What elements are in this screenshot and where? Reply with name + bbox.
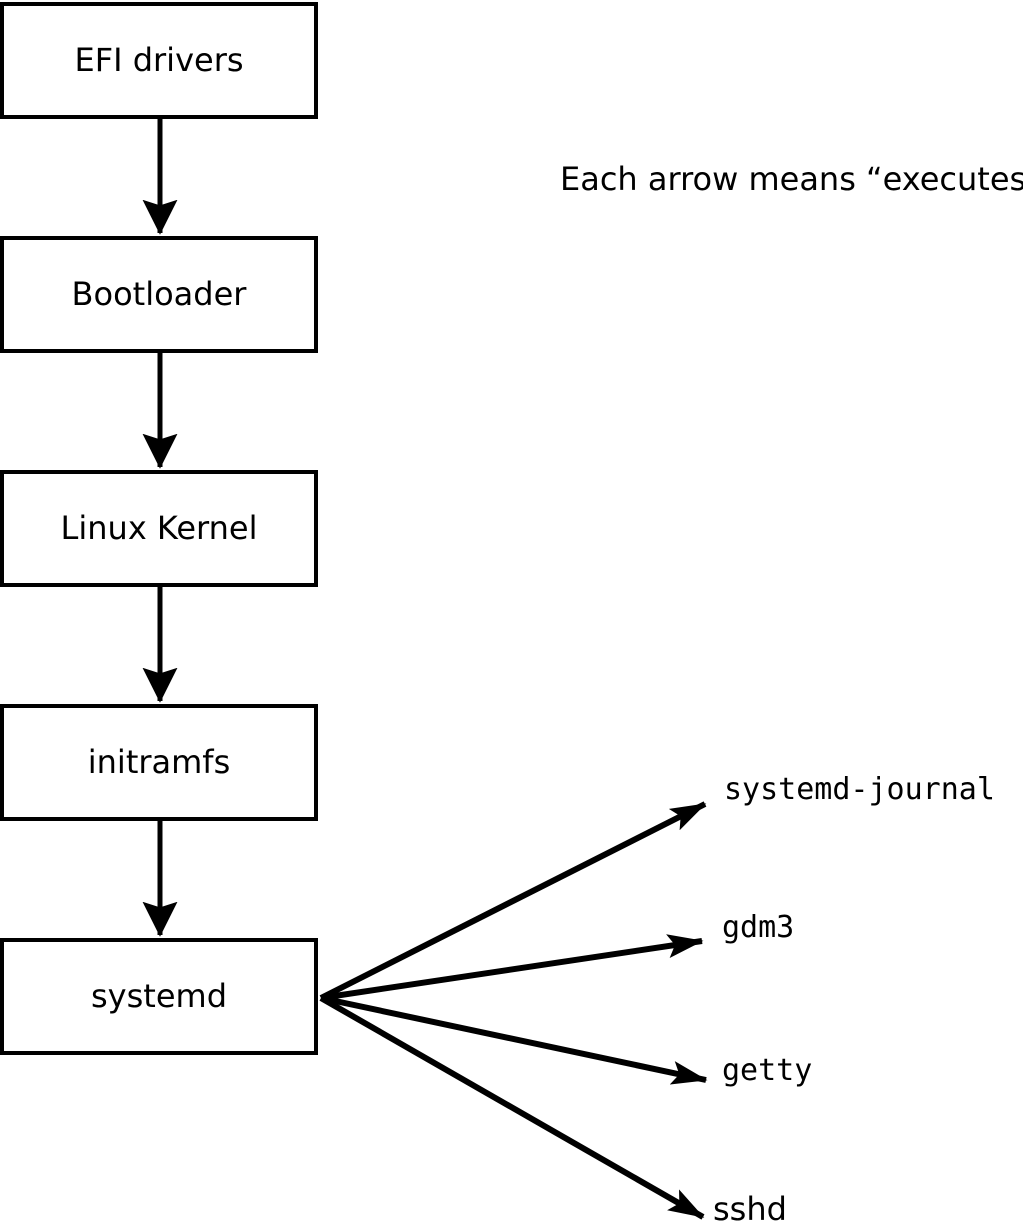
fan-target-label-gdm3: gdm3 <box>722 910 795 945</box>
flow-node-label: Linux Kernel <box>60 508 258 547</box>
flow-node-efi-drivers: EFI drivers <box>0 2 318 119</box>
flow-node-label: systemd <box>91 976 227 1015</box>
arrow-meaning-note: Each arrow means “executes”. <box>560 160 1023 198</box>
flow-node-initramfs: initramfs <box>0 704 318 821</box>
fan-target-label-sshd: sshd <box>713 1190 787 1228</box>
fan-target-label-getty: getty <box>722 1053 813 1088</box>
arrow-systemd-to-gdm3 <box>320 934 704 1001</box>
flow-node-label: Bootloader <box>71 274 247 313</box>
fan-target-label-systemd-journal: systemd-journal <box>724 772 995 807</box>
flow-node-label: EFI drivers <box>74 40 244 79</box>
flow-node-linux-kernel: Linux Kernel <box>0 470 318 587</box>
flow-node-label: initramfs <box>87 742 231 781</box>
arrow-systemd-to-sshd <box>319 995 705 1220</box>
arrow-systemd-to-systemd-journal <box>319 801 707 1001</box>
arrow-systemd-to-getty <box>320 995 708 1085</box>
flow-node-bootloader: Bootloader <box>0 236 318 353</box>
flow-node-systemd: systemd <box>0 938 318 1055</box>
